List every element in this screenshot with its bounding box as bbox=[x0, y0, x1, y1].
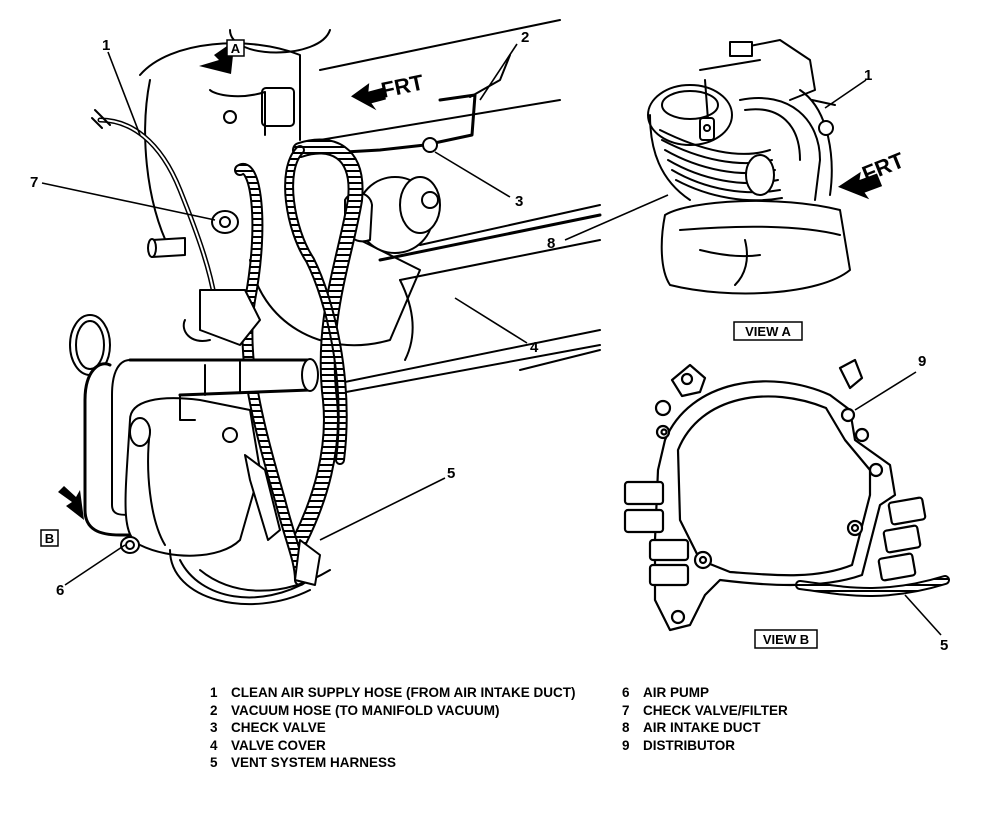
legend-item-text: VALVE COVER bbox=[231, 737, 326, 753]
legend-item: 2 VACUUM HOSE (TO MANIFOLD VACUUM) bbox=[210, 702, 576, 720]
legend-item-text: CHECK VALVE bbox=[231, 720, 326, 735]
arrow-view-b-main bbox=[58, 486, 84, 520]
legend-item-number: 8 bbox=[622, 720, 630, 735]
view-a-caption-box: VIEW A bbox=[733, 321, 803, 341]
legend-item-text: AIR PUMP bbox=[643, 685, 710, 700]
leader-lines-main bbox=[41, 43, 528, 586]
view-b-marker: B bbox=[40, 529, 59, 547]
view-b-caption-box: VIEW B bbox=[754, 629, 818, 649]
engine-illustration bbox=[69, 19, 602, 606]
legend-item: 6 AIR PUMP bbox=[622, 684, 788, 702]
callout-5-view-b: 5 bbox=[940, 637, 948, 654]
view-b-illustration bbox=[623, 358, 950, 632]
view-a-marker: A bbox=[226, 39, 245, 57]
legend-item: 5 VENT SYSTEM HARNESS bbox=[210, 754, 576, 772]
view-a-illustration bbox=[647, 39, 851, 295]
legend-item: 8 AIR INTAKE DUCT bbox=[622, 719, 788, 737]
callout-1-view-a: 1 bbox=[864, 67, 872, 84]
legend-item-number: 2 bbox=[210, 702, 218, 718]
callout-4: 4 bbox=[530, 339, 539, 356]
callout-7: 7 bbox=[30, 174, 38, 191]
callout-3: 3 bbox=[515, 193, 523, 210]
callout-1-main: 1 bbox=[102, 37, 110, 54]
legend-item-number: 9 bbox=[622, 737, 630, 753]
view-a-marker-label: A bbox=[231, 41, 241, 56]
legend-item: 9 DISTRIBUTOR bbox=[622, 737, 788, 755]
legend-item-number: 5 bbox=[210, 755, 218, 770]
arrow-frt-main bbox=[350, 83, 386, 111]
frt-label-view-a: FRT bbox=[859, 147, 909, 186]
legend-item-text: CHECK VALVE/FILTER bbox=[643, 702, 788, 718]
legend-item-number: 6 bbox=[622, 685, 630, 700]
callout-6: 6 bbox=[56, 582, 64, 599]
legend-item-number: 3 bbox=[210, 720, 218, 735]
legend-item-number: 4 bbox=[210, 737, 218, 753]
legend-item: 1 CLEAN AIR SUPPLY HOSE (FROM AIR INTAKE … bbox=[210, 684, 576, 702]
view-b-marker-label: B bbox=[45, 531, 54, 546]
legend-item-number: 7 bbox=[622, 702, 630, 718]
legend-item-text: VENT SYSTEM HARNESS bbox=[231, 755, 397, 770]
legend-column-right: 6 AIR PUMP 7 CHECK VALVE/FILTER 8 AIR INTAK… bbox=[622, 684, 788, 754]
callout-5-main: 5 bbox=[447, 465, 455, 482]
frt-label-main: FRT bbox=[379, 69, 427, 102]
legend-item: 7 CHECK VALVE/FILTER bbox=[622, 702, 788, 720]
leader-lines-view-b bbox=[854, 371, 942, 636]
leader-lines-view-a bbox=[564, 79, 867, 241]
view-a-caption: VIEW A bbox=[745, 324, 791, 339]
view-b-caption: VIEW B bbox=[763, 632, 809, 647]
legend-column-left: 1 CLEAN AIR SUPPLY HOSE (FROM AIR INTAKE … bbox=[210, 684, 576, 772]
callout-8: 8 bbox=[547, 235, 555, 252]
arrow-frt-view-a bbox=[837, 171, 883, 200]
legend-item-text: VACUUM HOSE (TO MANIFOLD VACUUM) bbox=[231, 702, 500, 718]
legend-item-text: AIR INTAKE DUCT bbox=[643, 720, 761, 735]
legend-item: 3 CHECK VALVE bbox=[210, 719, 576, 737]
legend-item-text: DISTRIBUTOR bbox=[643, 737, 736, 753]
legend-item: 4 VALVE COVER bbox=[210, 737, 576, 755]
callout-9: 9 bbox=[918, 353, 926, 370]
legend-item-number: 1 bbox=[210, 685, 218, 700]
legend-item-text: CLEAN AIR SUPPLY HOSE (FROM AIR INTAKE D… bbox=[231, 685, 576, 700]
callout-2: 2 bbox=[521, 29, 529, 46]
arrow-view-a-main bbox=[199, 46, 234, 74]
